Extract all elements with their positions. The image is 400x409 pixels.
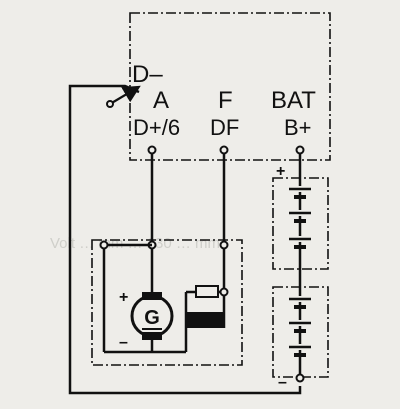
b-plus-terminal — [295, 145, 305, 155]
watermark-text: Volt … mm … 130 … mm — [50, 235, 220, 252]
battery-upper-cells — [289, 186, 311, 249]
generator-b-terminal — [99, 240, 109, 250]
field-terminal — [219, 287, 229, 297]
label-f: F — [218, 87, 233, 114]
battery-lower-cells — [289, 296, 311, 357]
d-minus-arrow — [109, 85, 141, 105]
generator-box — [91, 239, 243, 366]
generator-brush-bottom — [142, 332, 162, 340]
label-d-plus-6: D+/6 — [133, 115, 180, 140]
battery-minus-terminal — [295, 373, 305, 383]
d-plus-terminal — [147, 145, 157, 155]
generator-symbol: G — [144, 307, 160, 329]
d-minus-terminal — [106, 100, 114, 108]
label-bat: BAT — [271, 87, 316, 114]
battery-minus-label: – — [278, 374, 287, 391]
generator-df-terminal — [219, 240, 229, 250]
label-a: A — [153, 87, 169, 114]
generator-plus-label: + — [119, 289, 128, 306]
label-df: DF — [210, 115, 239, 140]
generator-brush-top — [142, 292, 162, 300]
field-resistor — [195, 285, 219, 298]
battery-plus-label: + — [276, 163, 285, 180]
label-d-minus: D– — [132, 61, 163, 88]
field-winding — [186, 312, 224, 328]
label-b-plus: B+ — [284, 115, 312, 140]
df-terminal — [219, 145, 229, 155]
generator-minus-label: – — [119, 334, 128, 351]
